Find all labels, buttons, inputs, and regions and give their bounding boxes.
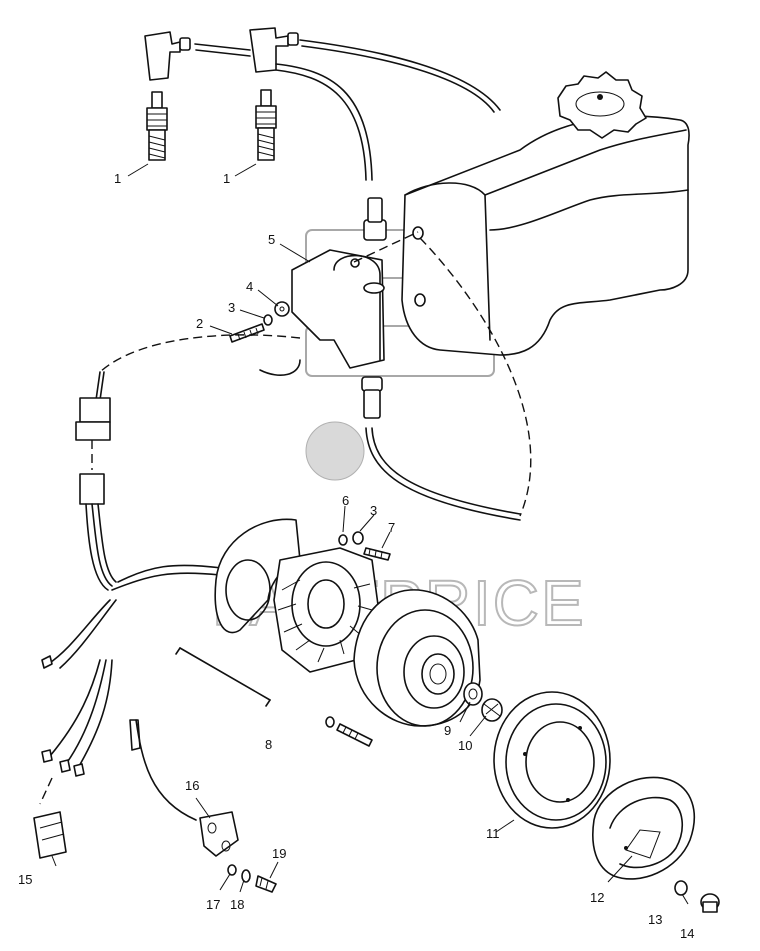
- callout-14: 14: [680, 926, 694, 941]
- callout-3b: 3: [370, 503, 377, 518]
- starter-cup: [493, 691, 611, 829]
- stator-hardware: [325, 531, 391, 747]
- callout-7: 7: [388, 520, 395, 535]
- callout-15: 15: [18, 872, 32, 887]
- starter-pulley: [592, 776, 695, 880]
- callout-10: 10: [458, 738, 472, 753]
- callout-5: 5: [268, 232, 275, 247]
- ignition-coil: [291, 197, 419, 369]
- callout-13: 13: [648, 912, 662, 927]
- callout-17: 17: [206, 897, 220, 912]
- washer-nut: [463, 682, 503, 722]
- spark-plug-left: [146, 91, 168, 161]
- callout-16: 16: [185, 778, 199, 793]
- callout-1b: 1: [223, 171, 230, 186]
- leader-lines: [51, 163, 689, 905]
- callout-18: 18: [230, 897, 244, 912]
- callout-8: 8: [265, 737, 272, 752]
- pickup-sensor: [129, 719, 239, 857]
- callout-labels: 1 1 5 4 3 2 6 3 7 8 9 10 11 12 13 14 15 …: [18, 171, 694, 941]
- flywheel: [353, 589, 481, 727]
- spark-plug-right: [255, 89, 277, 161]
- ht-lead-lower: [361, 237, 532, 521]
- callout-12: 12: [590, 890, 604, 905]
- callout-4: 4: [246, 279, 253, 294]
- stator-assembly: [175, 518, 381, 707]
- callout-2: 2: [196, 316, 203, 331]
- wire-harness: [39, 334, 301, 805]
- callout-19: 19: [272, 846, 286, 861]
- callout-9: 9: [444, 723, 451, 738]
- callout-6: 6: [342, 493, 349, 508]
- spark-plug-caps: [144, 27, 501, 181]
- callout-3a: 3: [228, 300, 235, 315]
- coil-hardware: [229, 301, 290, 343]
- callout-11: 11: [486, 826, 500, 841]
- connector: [33, 811, 67, 859]
- pulley-hardware: [674, 880, 720, 913]
- fuel-tank: [401, 71, 690, 356]
- sensor-hardware: [227, 864, 277, 893]
- callout-1a: 1: [114, 171, 121, 186]
